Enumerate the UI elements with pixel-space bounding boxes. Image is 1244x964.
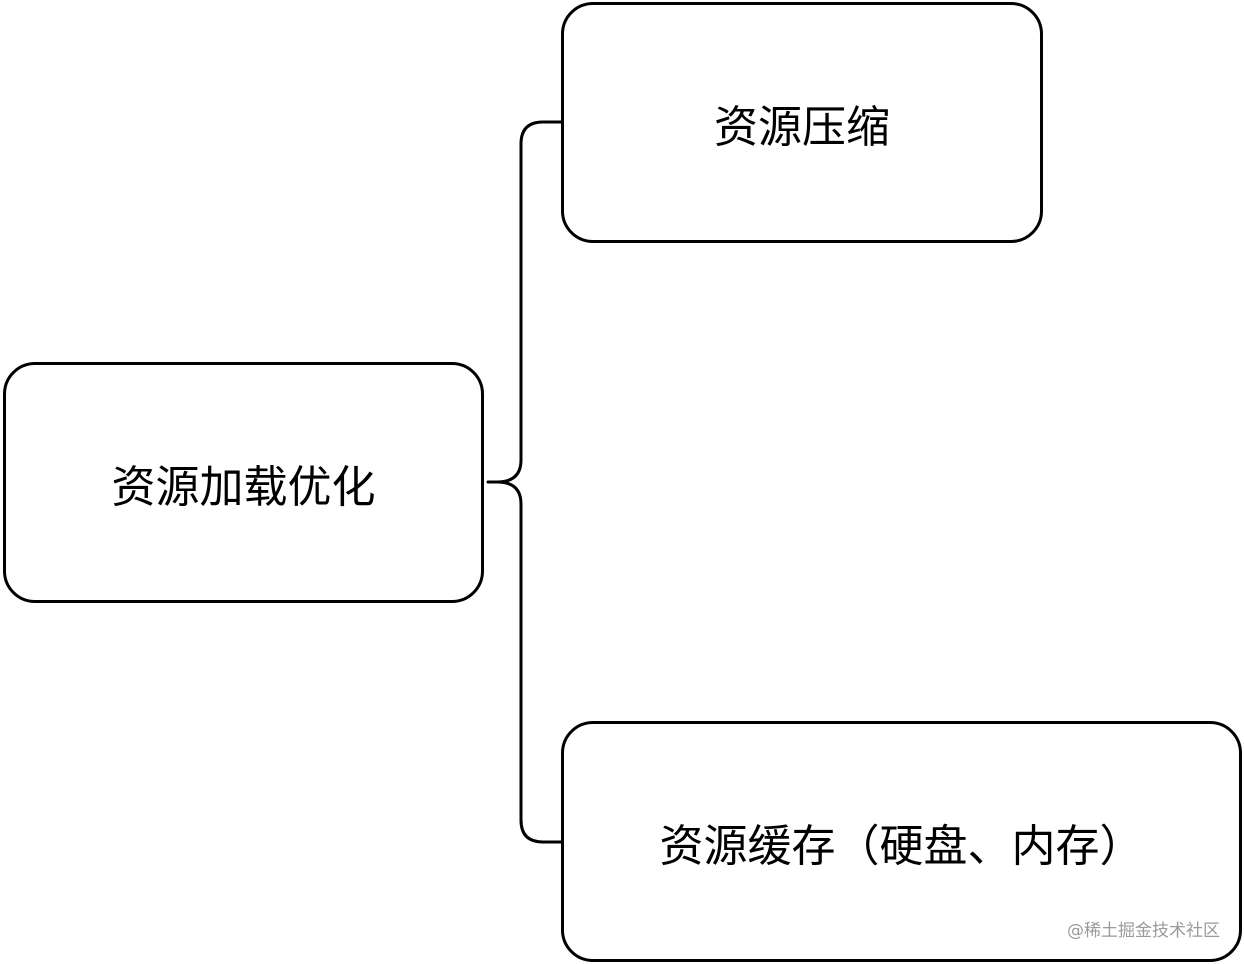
root-node-label: 资源加载优化 [111, 461, 376, 513]
child-node-compression: 资源压缩 [561, 2, 1043, 243]
brace-path [486, 120, 564, 844]
child-node-caching: 资源缓存（硬盘、内存） [561, 721, 1242, 962]
root-node: 资源加载优化 [3, 362, 484, 603]
watermark: @稀土掘金技术社区 [1067, 921, 1220, 941]
child-node-caching-label: 资源缓存（硬盘、内存） [659, 820, 1144, 872]
child-node-compression-label: 资源压缩 [714, 101, 890, 153]
